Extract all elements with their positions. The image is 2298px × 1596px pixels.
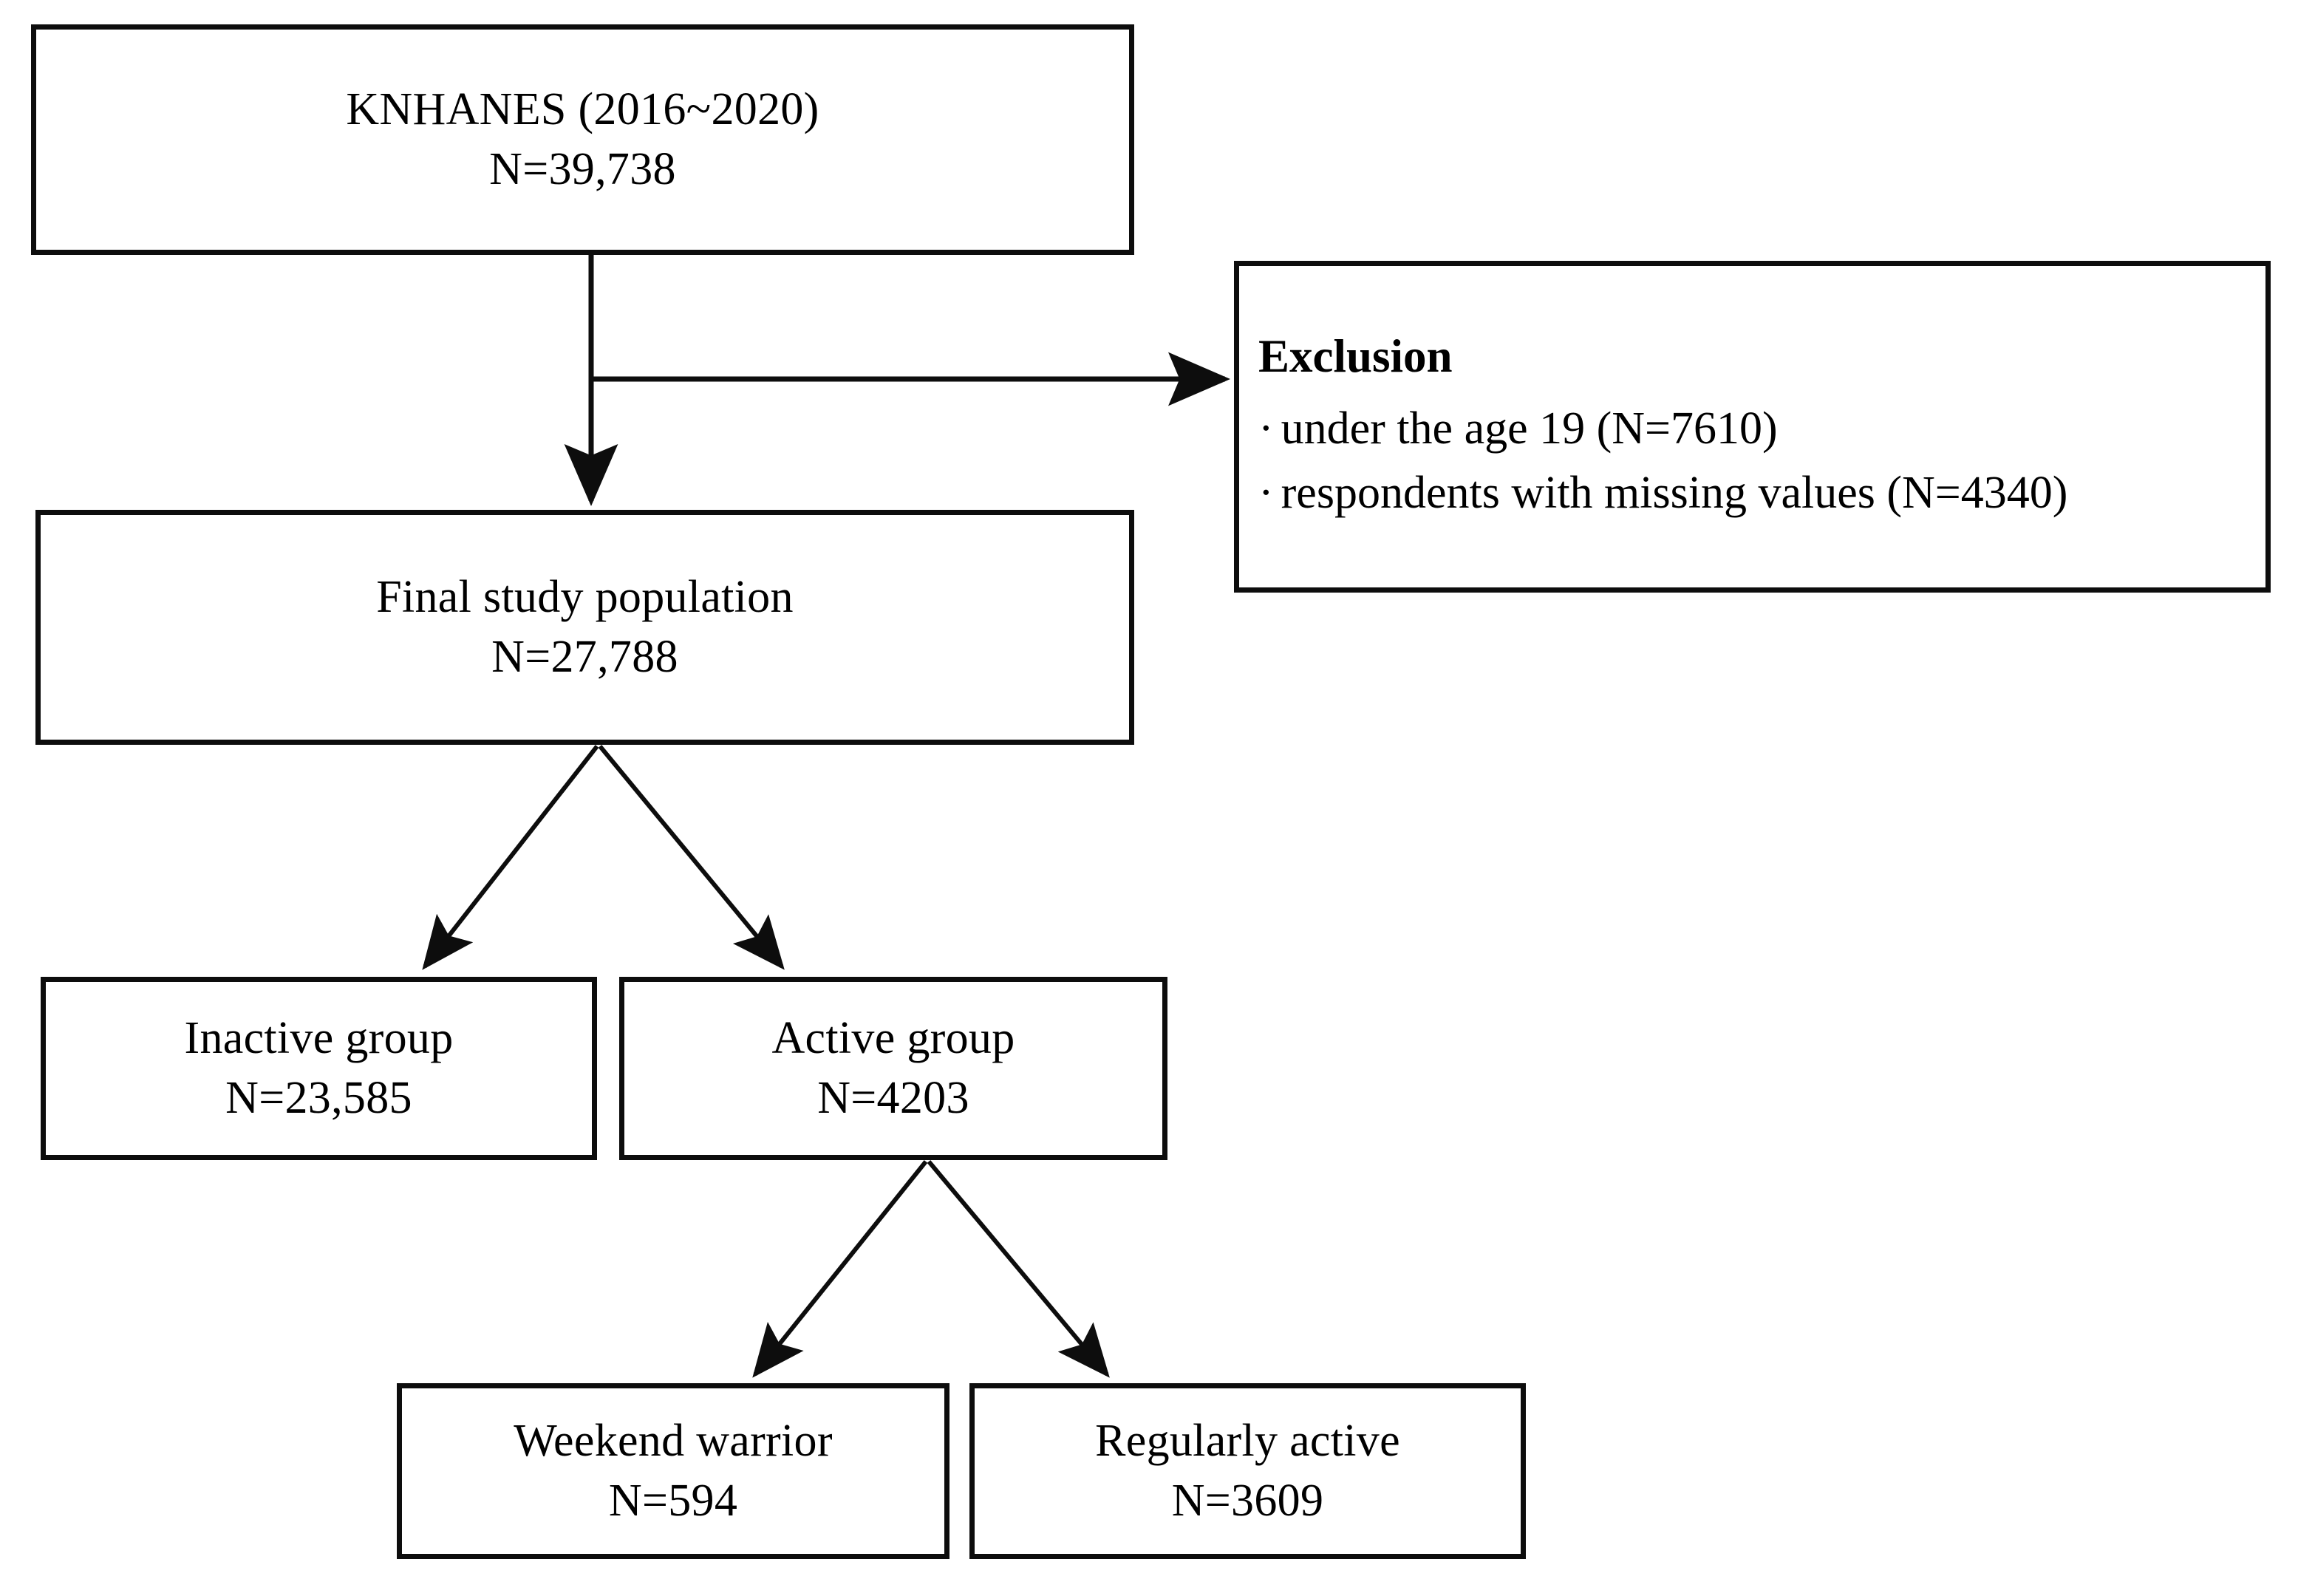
- node-active-count: N=4203: [817, 1073, 969, 1123]
- node-final-count: N=27,788: [491, 632, 678, 682]
- node-exclusion-title: Exclusion: [1258, 330, 1453, 382]
- node-final-title: Final study population: [376, 572, 794, 623]
- node-exclusion: Exclusion ·under the age 19 (N=7610) ·re…: [1234, 261, 2271, 593]
- exclusion-item-1-text: respondents with missing values (N=4340): [1281, 467, 2068, 518]
- exclusion-item-1: ·respondents with missing values (N=4340…: [1258, 461, 2067, 525]
- exclusion-item-0: ·under the age 19 (N=7610): [1258, 397, 1778, 461]
- node-regular-title: Regularly active: [1095, 1416, 1400, 1467]
- node-knhanes-title: KNHANES (2016~2020): [346, 84, 819, 135]
- node-weekend-count: N=594: [608, 1476, 738, 1526]
- edge-active-to-weekend: [752, 1160, 928, 1378]
- node-regular-count: N=3609: [1171, 1476, 1324, 1526]
- edge-final-to-inactive: [422, 745, 599, 970]
- bullet-icon: ·: [1258, 467, 1274, 518]
- node-regularly-active: Regularly active N=3609: [969, 1383, 1526, 1559]
- node-inactive-count: N=23,585: [225, 1073, 412, 1123]
- edge-final-to-active: [598, 745, 785, 970]
- node-weekend-title: Weekend warrior: [514, 1416, 833, 1467]
- exclusion-body: Exclusion ·under the age 19 (N=7610) ·re…: [1258, 329, 2265, 525]
- node-active-group: Active group N=4203: [619, 977, 1167, 1160]
- exclusion-item-0-text: under the age 19 (N=7610): [1281, 403, 1778, 454]
- bullet-icon: ·: [1258, 403, 1274, 454]
- node-knhanes-count: N=39,738: [489, 144, 676, 194]
- node-final-study-population: Final study population N=27,788: [35, 510, 1134, 745]
- node-knhanes: KNHANES (2016~2020) N=39,738: [31, 24, 1134, 255]
- node-active-title: Active group: [771, 1013, 1015, 1064]
- edge-active-to-regular: [927, 1160, 1110, 1378]
- node-weekend-warrior: Weekend warrior N=594: [397, 1383, 949, 1559]
- node-inactive-group: Inactive group N=23,585: [41, 977, 597, 1160]
- node-inactive-title: Inactive group: [184, 1013, 454, 1064]
